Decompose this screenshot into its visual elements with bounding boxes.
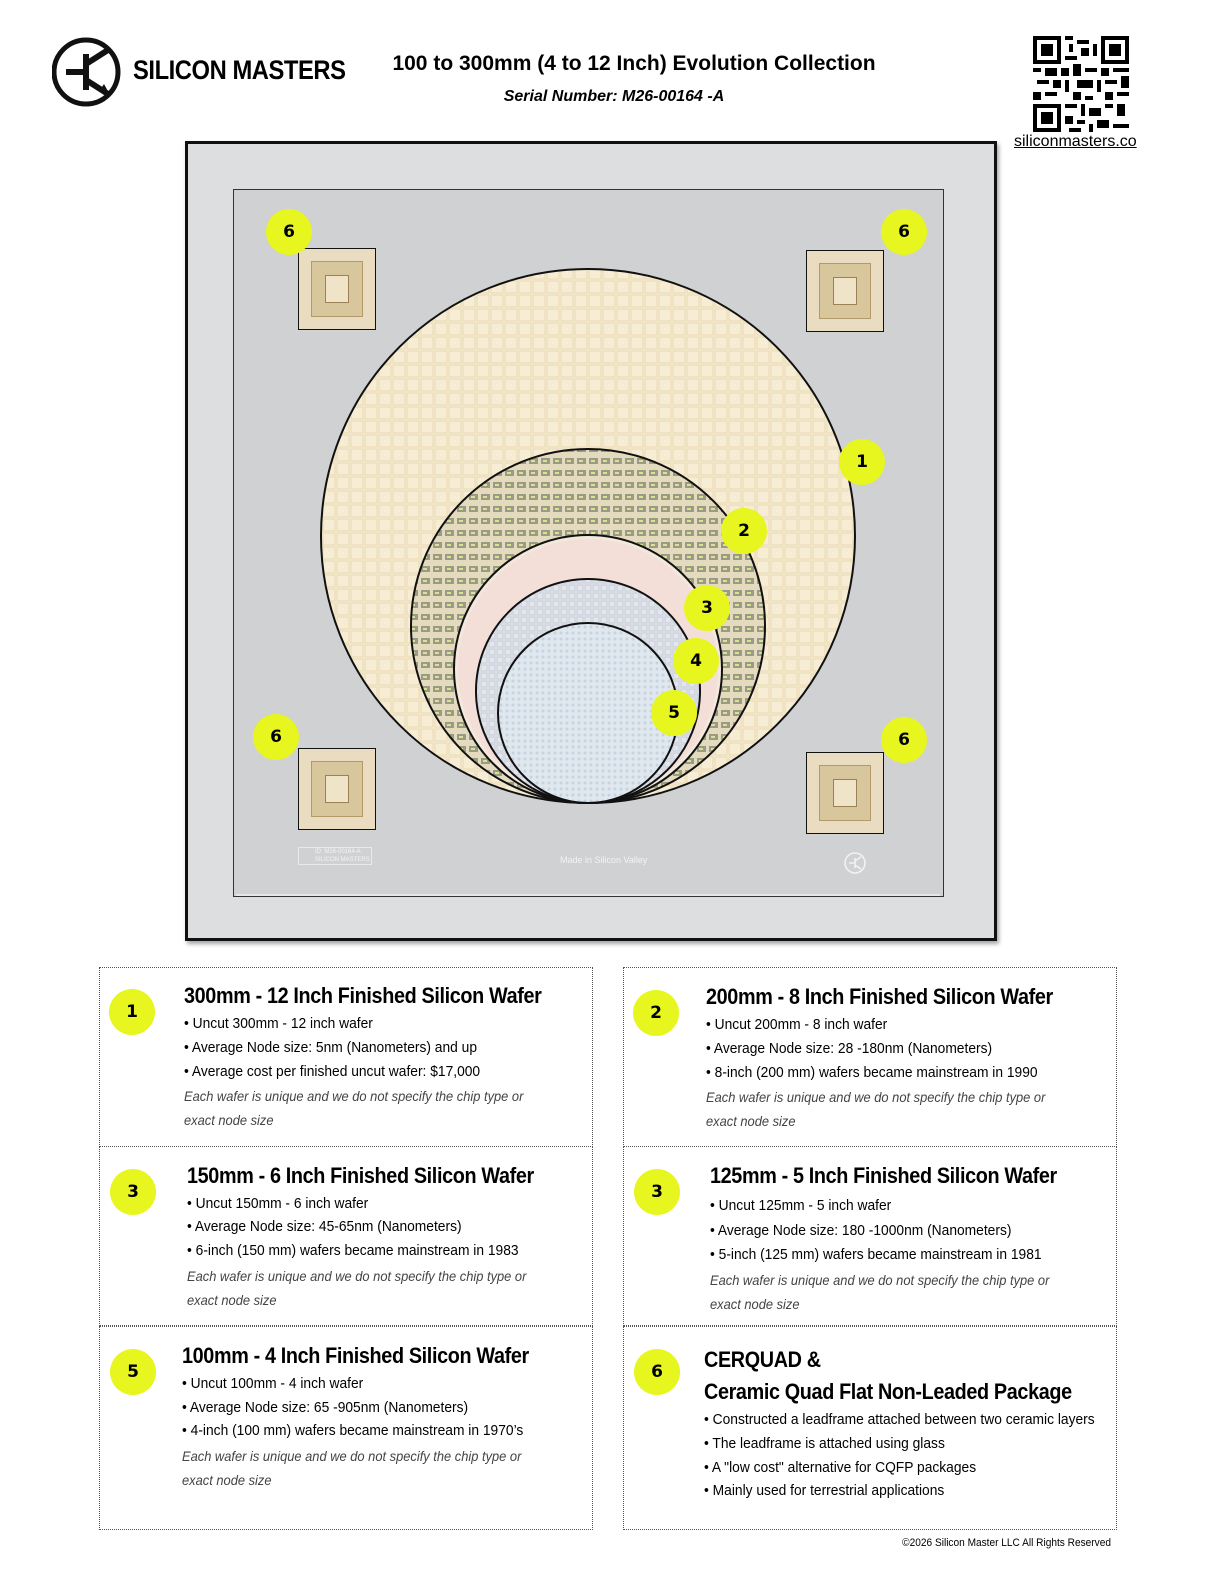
card-line: • Uncut 300mm - 12 inch wafer	[184, 1015, 373, 1032]
copyright: ©2026 Silicon Master LLC All Rights Rese…	[902, 1537, 1111, 1549]
brand-name: SILICON MASTERS	[133, 55, 346, 85]
card-badge: 5	[110, 1349, 156, 1395]
card-title: 100mm - 4 Inch Finished Silicon Wafer	[182, 1343, 529, 1368]
card-line: • Average Node size: 28 -180nm (Nanomete…	[706, 1040, 993, 1057]
serial-number: Serial Number: M26-00164 -A	[503, 88, 725, 105]
mat-inner-edge	[236, 193, 940, 896]
marker-wafer-3: 3	[684, 585, 730, 631]
marker-wafer-2: 2	[721, 508, 767, 554]
card-line: • 5-inch (125 mm) wafers became mainstre…	[710, 1246, 1042, 1263]
card-line: • Average cost per finished uncut wafer:…	[184, 1063, 481, 1080]
card-200mm: 2 200mm - 8 Inch Finished Silicon Wafer …	[623, 967, 1117, 1147]
card-line: • 8-inch (200 mm) wafers became mainstre…	[706, 1064, 1038, 1081]
cerquad-package-top-left	[298, 248, 376, 330]
marker-wafer-4: 4	[673, 638, 719, 684]
brand-logo	[51, 36, 332, 108]
card-150mm: 3 150mm - 6 Inch Finished Silicon Wafer …	[99, 1146, 593, 1326]
page-title: 100 to 300mm (4 to 12 Inch) Evolution Co…	[392, 52, 876, 75]
card-line: • The leadframe is attached using glass	[704, 1435, 945, 1452]
silicon-masters-logo-mark-icon	[844, 852, 866, 874]
card-note: Each wafer is unique and we do not speci…	[706, 1089, 1046, 1129]
card-title: 200mm - 8 Inch Finished Silicon Wafer	[706, 984, 1053, 1009]
wafer-display	[320, 268, 856, 804]
card-badge: 6	[634, 1349, 680, 1395]
marker-package-4: 6	[881, 717, 927, 763]
card-title: 125mm - 5 Inch Finished Silicon Wafer	[710, 1163, 1057, 1188]
card-line: • Uncut 150mm - 6 inch wafer	[187, 1195, 369, 1212]
card-note: Each wafer is unique and we do not speci…	[184, 1088, 524, 1128]
made-in-label: Made in Silicon Valley	[560, 855, 648, 865]
card-title: 150mm - 6 Inch Finished Silicon Wafer	[187, 1163, 534, 1188]
cerquad-package-top-right	[806, 250, 884, 332]
card-title: CERQUAD &	[704, 1347, 821, 1372]
cerquad-package-bottom-left	[298, 748, 376, 830]
marker-package-1: 6	[266, 209, 312, 255]
card-title: 300mm - 12 Inch Finished Silicon Wafer	[184, 983, 542, 1008]
website-link[interactable]: siliconmasters.co	[1014, 133, 1137, 150]
card-line: • Uncut 200mm - 8 inch wafer	[706, 1016, 888, 1033]
card-badge: 3	[634, 1169, 680, 1215]
card-300mm: 1 300mm - 12 Inch Finished Silicon Wafer…	[99, 967, 593, 1147]
card-note: Each wafer is unique and we do not speci…	[182, 1448, 522, 1488]
card-badge: 2	[633, 990, 679, 1036]
marker-package-3: 6	[253, 714, 299, 760]
card-title-2: Ceramic Quad Flat Non-Leaded Package	[704, 1379, 1072, 1404]
card-line: • Uncut 100mm - 4 inch wafer	[182, 1375, 364, 1392]
marker-wafer-5: 5	[651, 690, 697, 736]
card-line: • Constructed a leadframe attached betwe…	[704, 1411, 1095, 1428]
card-125mm: 3 125mm - 5 Inch Finished Silicon Wafer …	[623, 1146, 1117, 1326]
card-line: • Average Node size: 65 -905nm (Nanomete…	[182, 1399, 469, 1416]
id-label: ID: M26-00164-A SILICON MASTERS	[298, 847, 372, 865]
card-line: • Average Node size: 180 -1000nm (Nanome…	[710, 1222, 1012, 1239]
marker-package-2: 6	[881, 209, 927, 255]
card-line: • Uncut 125mm - 5 inch wafer	[710, 1197, 892, 1214]
card-line: • Average Node size: 45-65nm (Nanometers…	[187, 1218, 462, 1235]
card-100mm: 5 100mm - 4 Inch Finished Silicon Wafer …	[99, 1326, 593, 1530]
transistor-logo-icon	[51, 37, 121, 107]
qr-code-icon[interactable]	[1033, 36, 1129, 132]
card-badge: 3	[110, 1169, 156, 1215]
card-line: • Average Node size: 5nm (Nanometers) an…	[184, 1039, 478, 1056]
card-note: Each wafer is unique and we do not speci…	[187, 1268, 527, 1308]
marker-wafer-1: 1	[839, 439, 885, 485]
card-line: • A "low cost" alternative for CQFP pack…	[704, 1459, 977, 1476]
cerquad-package-bottom-right	[806, 752, 884, 834]
card-line: • Mainly used for terrestrial applicatio…	[704, 1482, 945, 1499]
card-cerquad: 6 CERQUAD & Ceramic Quad Flat Non-Leaded…	[623, 1326, 1117, 1530]
card-line: • 6-inch (150 mm) wafers became mainstre…	[187, 1242, 519, 1259]
card-note: Each wafer is unique and we do not speci…	[710, 1272, 1050, 1312]
card-badge: 1	[109, 989, 155, 1035]
card-line: • 4-inch (100 mm) wafers became mainstre…	[182, 1422, 524, 1439]
